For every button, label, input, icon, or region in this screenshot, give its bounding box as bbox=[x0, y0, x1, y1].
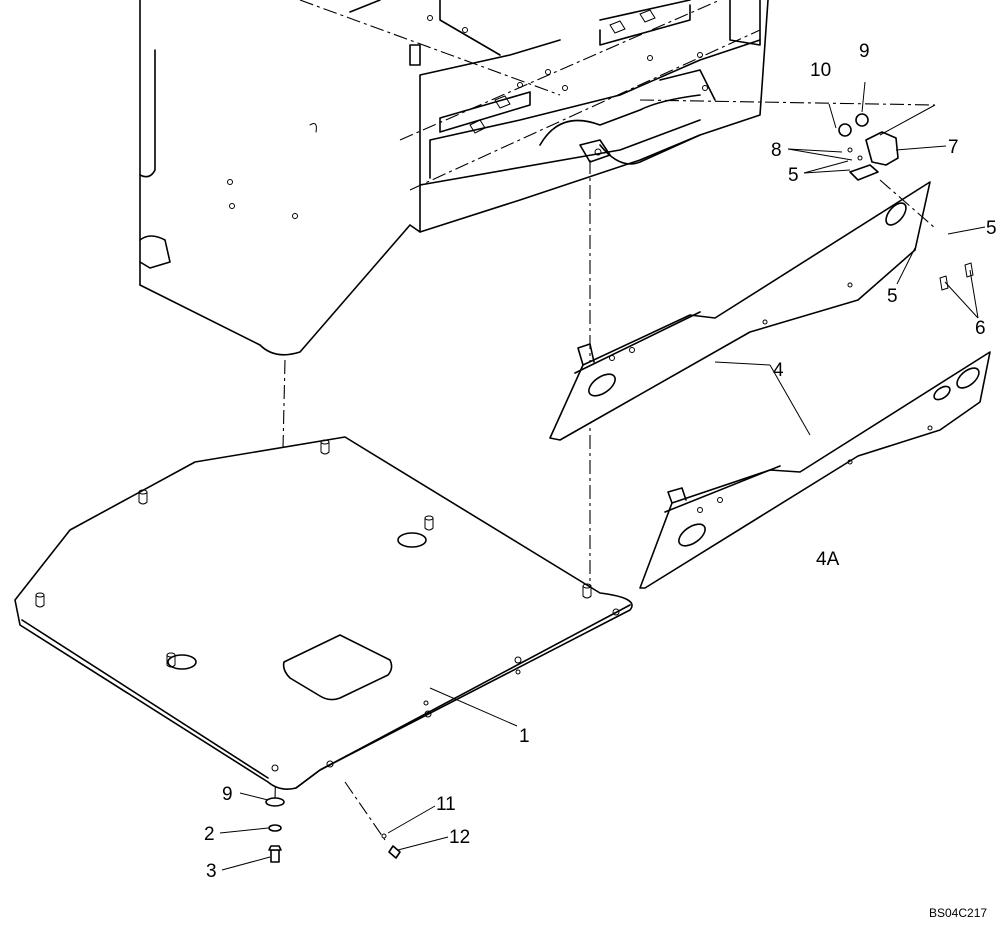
stud bbox=[166, 652, 176, 668]
part-4a-side-shield bbox=[639, 351, 991, 589]
callout-3: 3 bbox=[206, 861, 217, 882]
callout-1: 1 bbox=[519, 726, 530, 747]
stud bbox=[320, 439, 330, 455]
callout-9-lower: 9 bbox=[222, 784, 233, 805]
stud bbox=[138, 489, 148, 505]
callout-4a: 4A bbox=[816, 549, 840, 570]
stud bbox=[35, 592, 45, 608]
callout-5-middle: 5 bbox=[887, 286, 898, 307]
callout-5-right: 5 bbox=[986, 218, 997, 239]
callout-12: 12 bbox=[449, 827, 470, 848]
callout-8: 8 bbox=[771, 140, 782, 161]
machine-frame bbox=[139, 0, 769, 356]
bracket-hardware bbox=[838, 113, 974, 291]
part-1-skid-plate bbox=[14, 436, 633, 790]
leader-lines bbox=[219, 81, 986, 871]
callout-11: 11 bbox=[436, 794, 456, 815]
callout-labels: 1 9 2 3 11 12 4 4A 10 9 8 5 7 5 5 6 BS04… bbox=[204, 41, 997, 920]
callout-5-upper: 5 bbox=[788, 165, 799, 186]
drawing-code: BS04C217 bbox=[929, 906, 987, 920]
callout-9-upper: 9 bbox=[859, 41, 870, 62]
stud bbox=[424, 515, 434, 531]
callout-7: 7 bbox=[948, 137, 959, 158]
part-4-side-shield bbox=[549, 181, 931, 441]
plate-fasteners bbox=[265, 781, 401, 863]
frame-center-lines bbox=[299, 0, 936, 191]
callout-2: 2 bbox=[204, 824, 215, 845]
stud bbox=[582, 583, 592, 599]
callout-4: 4 bbox=[773, 360, 784, 381]
callout-10: 10 bbox=[810, 60, 831, 81]
callout-6: 6 bbox=[975, 318, 986, 339]
